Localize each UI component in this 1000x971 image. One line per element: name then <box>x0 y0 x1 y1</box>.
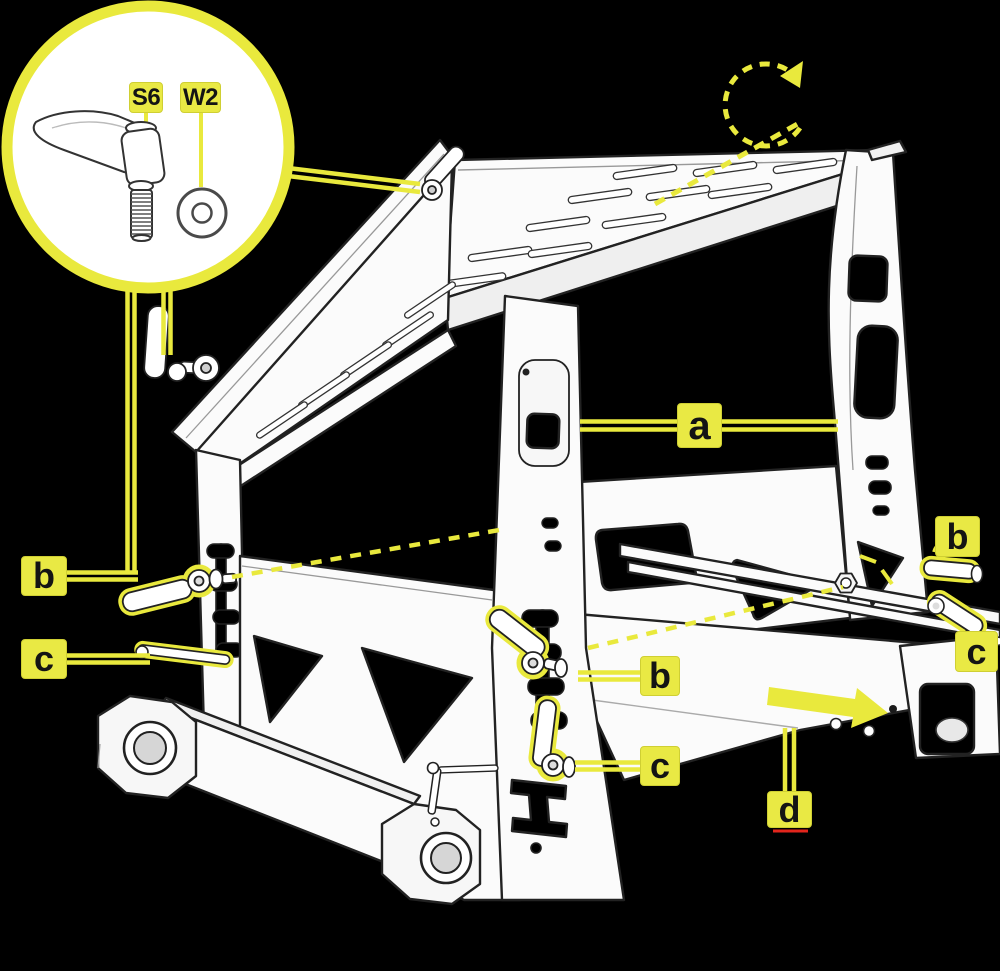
washer-icon <box>176 187 228 239</box>
clamp-lever-icon <box>32 110 166 242</box>
cutout-highlight-marks <box>859 554 894 586</box>
rotate-hook-arrow-icon <box>653 61 803 207</box>
dashed-leader-right <box>587 584 844 651</box>
mesh-slots <box>445 157 838 288</box>
inset-label-s6: S6 <box>129 82 163 113</box>
inset-label-w2: W2 <box>180 82 221 113</box>
detail-inset <box>1 0 295 294</box>
leader-c-left <box>64 653 150 665</box>
callout-b-center-label: b <box>640 656 680 696</box>
frame-structure <box>96 138 1000 906</box>
slide-direction-arrow-icon <box>767 687 888 728</box>
center-post <box>490 294 626 902</box>
leader-d <box>782 728 797 794</box>
callout-b-right-label: b <box>935 516 980 557</box>
inset-drop-lines <box>125 165 421 574</box>
clamp-lever-b-left <box>118 564 238 616</box>
dashed-leader-left <box>231 526 506 580</box>
slide-rails <box>618 542 1000 642</box>
callout-c-left-label: c <box>21 639 67 679</box>
leader-c-center <box>575 760 646 772</box>
clamp-levers <box>118 145 1000 782</box>
clamp-lever-b-center <box>485 605 568 680</box>
hitch-block-right <box>380 761 499 906</box>
callout-a-label: a <box>677 403 722 448</box>
clamp-lever-top <box>421 145 465 201</box>
callout-d-label: d <box>767 791 812 828</box>
leader-b-center <box>578 670 646 682</box>
hex-bolt <box>834 572 858 594</box>
hitch-block-left <box>96 694 198 800</box>
callout-c-center-label: c <box>640 746 680 786</box>
clamp-lever-beam <box>143 305 220 382</box>
top-mesh-platform <box>443 148 878 332</box>
callout-c-right-label: c <box>955 631 998 672</box>
clamp-lever-c-center <box>528 695 576 782</box>
callout-b-left-label: b <box>21 556 67 596</box>
